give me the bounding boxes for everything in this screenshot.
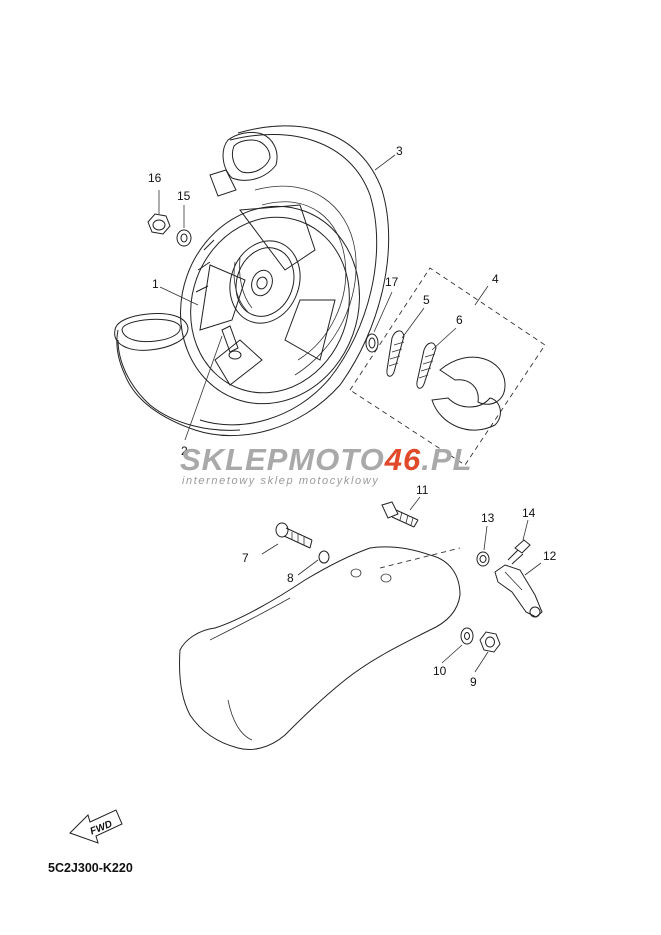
o-ring-8 [318, 550, 330, 564]
callout-7: 7 [242, 551, 249, 565]
callout-10: 10 [433, 664, 447, 678]
leader-lines [158, 154, 542, 673]
callout-1: 1 [152, 277, 159, 291]
callout-17: 17 [385, 275, 399, 289]
axle-nut [147, 213, 192, 247]
callout-4: 4 [492, 272, 499, 286]
callout-16: 16 [148, 171, 162, 185]
bolt-14 [507, 539, 531, 565]
brake-shoe-kit [349, 267, 546, 466]
callout-3: 3 [396, 144, 403, 158]
callouts: 1 2 3 4 5 6 7 8 9 10 11 12 13 14 15 16 1… [148, 144, 557, 689]
washer-10 [460, 627, 474, 645]
bolt-7 [275, 522, 313, 549]
watermark-part-sklep: SKLEP [180, 442, 288, 477]
watermark-part-pl: .PL [421, 442, 472, 477]
callout-5: 5 [423, 293, 430, 307]
fwd-label: FWD [89, 819, 114, 838]
callout-15: 15 [177, 189, 191, 203]
watermark-part-46: 46 [384, 442, 421, 477]
callout-11: 11 [416, 483, 429, 497]
callout-14: 14 [522, 506, 536, 520]
washer-13 [476, 551, 490, 567]
callout-2: 2 [181, 444, 188, 458]
bracket-12 [494, 564, 543, 618]
callout-6: 6 [456, 313, 463, 327]
callout-9: 9 [470, 675, 477, 689]
watermark: SKLEPMOTO46.PL internetowy sklep motocyk… [180, 442, 473, 487]
bolt-11 [381, 501, 419, 528]
callout-8: 8 [287, 571, 294, 585]
nut-9 [479, 631, 501, 653]
watermark-part-moto: MOTO [288, 442, 384, 477]
svg-text:SKLEPMOTO46.PL: SKLEPMOTO46.PL [180, 442, 473, 477]
fwd-arrow-icon: FWD [69, 809, 123, 844]
callout-12: 12 [543, 549, 557, 563]
diagram-code: 5C2J300-K220 [48, 861, 133, 875]
rear-wheel [114, 125, 390, 437]
crankcase-cover [179, 546, 461, 750]
callout-13: 13 [481, 511, 495, 525]
watermark-subtitle: internetowy sklep motocyklowy [182, 475, 379, 487]
valve [221, 325, 242, 360]
